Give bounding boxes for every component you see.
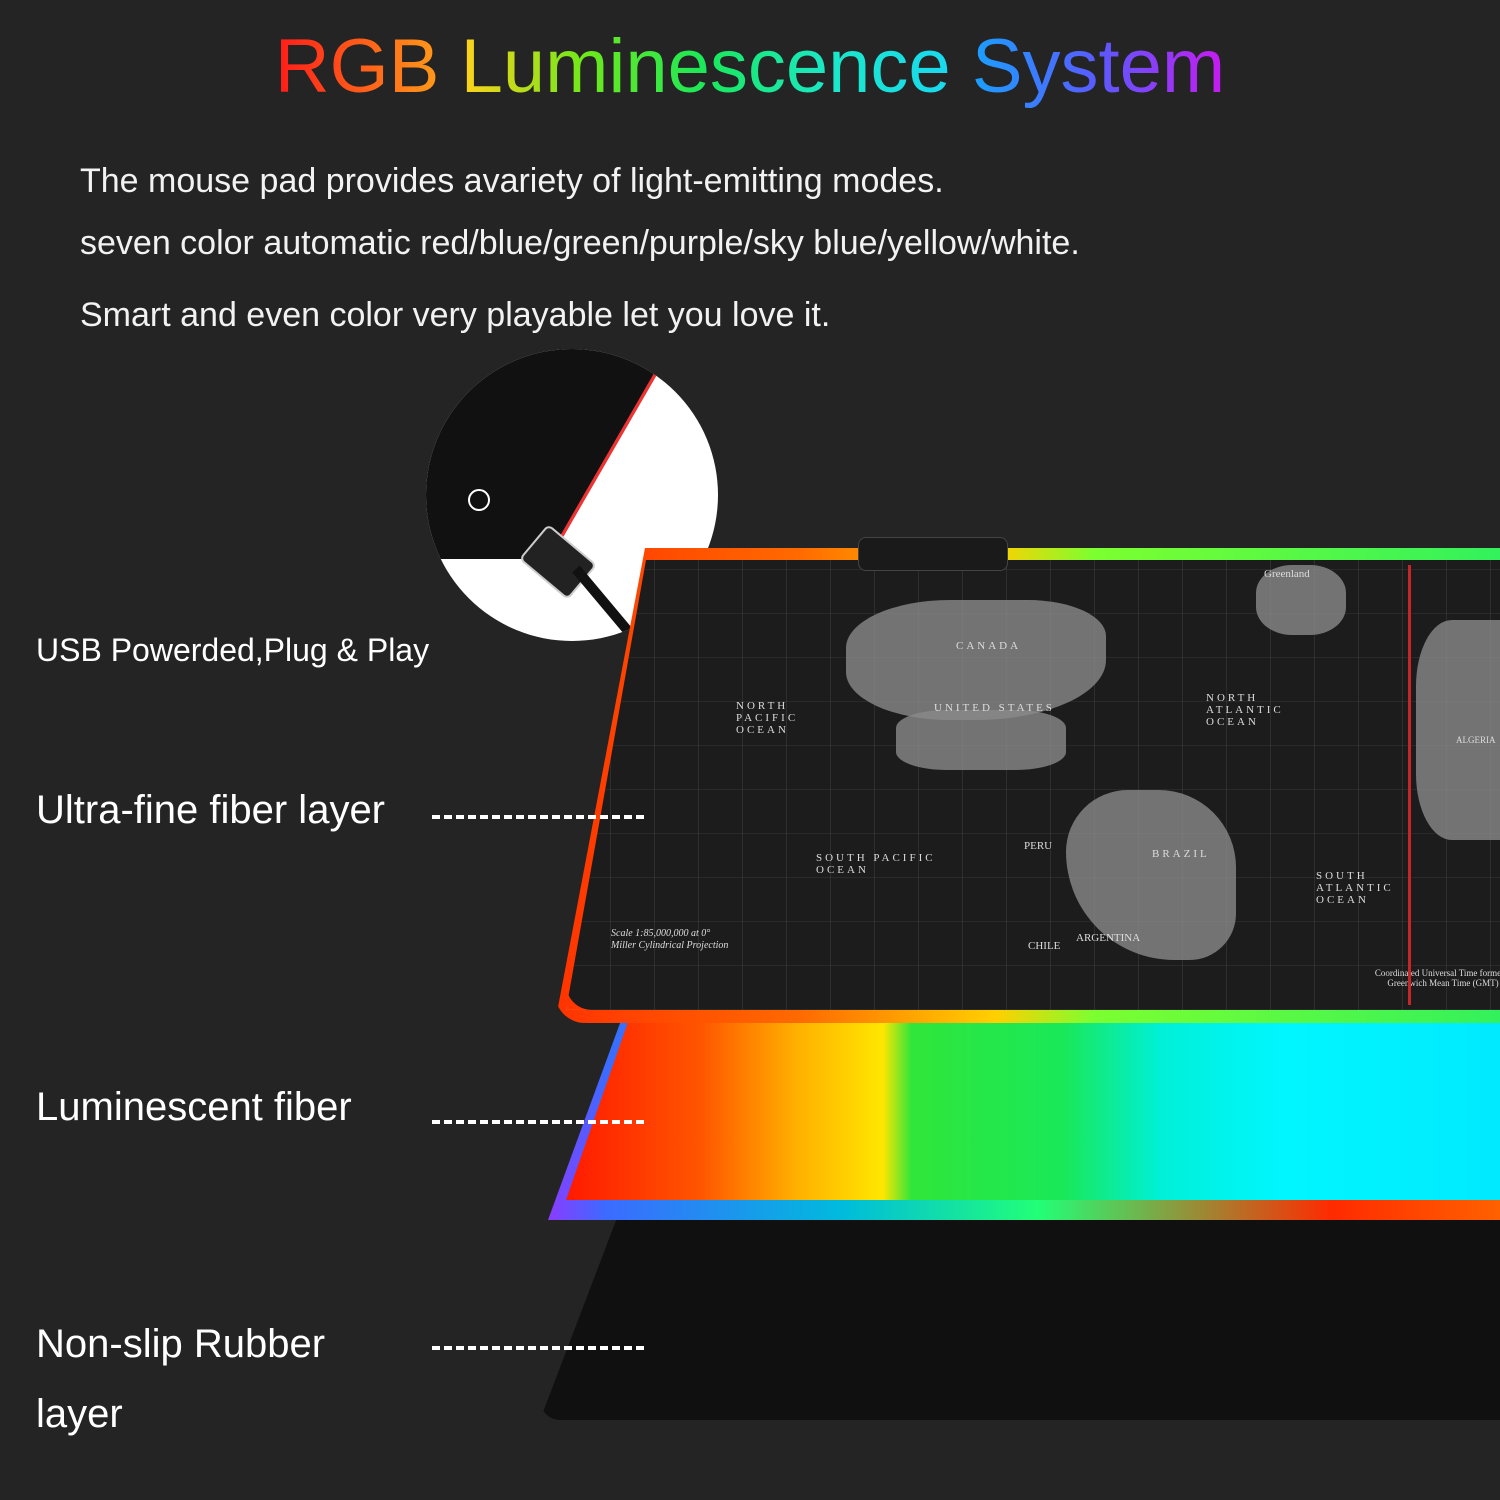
map-scale: Scale 1:85,000,000 at 0° [611,928,711,939]
dashed-pointer-luminescent [432,1120,644,1124]
controller-housing [858,537,1008,571]
dashed-pointer-rubber [432,1346,644,1350]
map-africa-europe [1416,620,1500,840]
description-line-2: seven color automatic red/blue/green/pur… [80,224,1080,262]
layer-label-luminescent: Luminescent fiber [36,1085,352,1129]
map-label: PERU [1024,840,1053,852]
layer-label-rubber: Non-slip Rubber [36,1322,326,1366]
usb-label: USB Powerded,Plug & Play [36,632,430,668]
power-button-icon [468,489,490,511]
map-usa [896,710,1066,770]
rubber-layer [540,1210,1500,1420]
map-label: NORTH ATLANTIC OCEAN [1206,692,1284,728]
description-line-3: Smart and even color very playable let y… [80,296,831,334]
map-label: Greenland [1264,568,1310,580]
map-label: ALGERIA [1456,735,1496,745]
timezone-line [1408,565,1411,1005]
dashed-pointer-fiber [432,815,644,819]
description-line-1: The mouse pad provides avariety of light… [80,162,944,200]
map-projection: Miller Cylindrical Projection [611,940,729,951]
luminescent-layer [566,1022,1500,1200]
map-label: CANADA [956,640,1022,652]
controller-housing [426,349,690,559]
title-word-rgb: RGB [275,22,440,112]
title-word-system: System [972,22,1225,112]
map-label: NORTH PACIFIC OCEAN [736,700,799,736]
map-label: UNITED STATES [934,702,1055,714]
map-greenland [1256,565,1346,635]
map-label: SOUTH PACIFIC OCEAN [816,852,936,876]
title-word-luminescence: Luminescence [461,22,951,112]
page-title: RGB Luminescence System [0,22,1500,112]
map-utc-note: Coordinated Universal Time formerly Gree… [1374,968,1500,988]
map-label: SOUTH ATLANTIC OCEAN [1316,870,1394,906]
layer-label-rubber-2: layer [36,1392,123,1436]
map-label: ARGENTINA [1076,932,1141,944]
fiber-layer-map: Greenland CANADA UNITED STATES NORTH PAC… [566,560,1500,1010]
map-label: CHILE [1028,940,1061,952]
map-label: BRAZIL [1152,848,1210,860]
layer-label-fiber: Ultra-fine fiber layer [36,788,386,832]
map-north-america [846,600,1106,720]
